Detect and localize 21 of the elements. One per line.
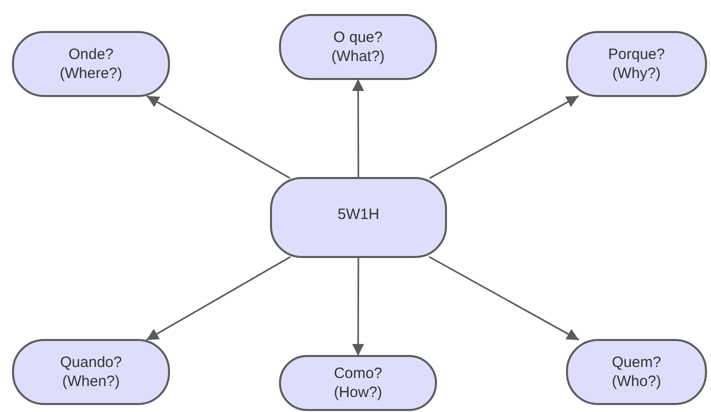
node-label: (Why?)	[612, 64, 661, 83]
node-label: Quando?	[60, 353, 122, 372]
node-label: (Who?)	[612, 372, 662, 391]
node-label: Porque?	[608, 45, 665, 64]
node-label: (Where?)	[60, 64, 122, 83]
node-label: (When?)	[62, 372, 120, 391]
arrow	[146, 95, 290, 179]
arrow	[146, 256, 291, 341]
node-label: Onde?	[68, 45, 114, 64]
node-label: (What?)	[331, 47, 385, 66]
arrow	[352, 79, 364, 178]
node-label: 5W1H	[338, 205, 380, 224]
rounded-node	[566, 31, 707, 97]
rounded-node	[270, 177, 447, 258]
node-label: Como?	[334, 364, 382, 383]
arrow	[428, 256, 580, 341]
arrow	[352, 256, 364, 356]
node-label: O que?	[333, 28, 383, 47]
node-label: (How?)	[334, 383, 382, 402]
arrow	[429, 95, 579, 179]
node-label: Quem?	[612, 353, 662, 372]
